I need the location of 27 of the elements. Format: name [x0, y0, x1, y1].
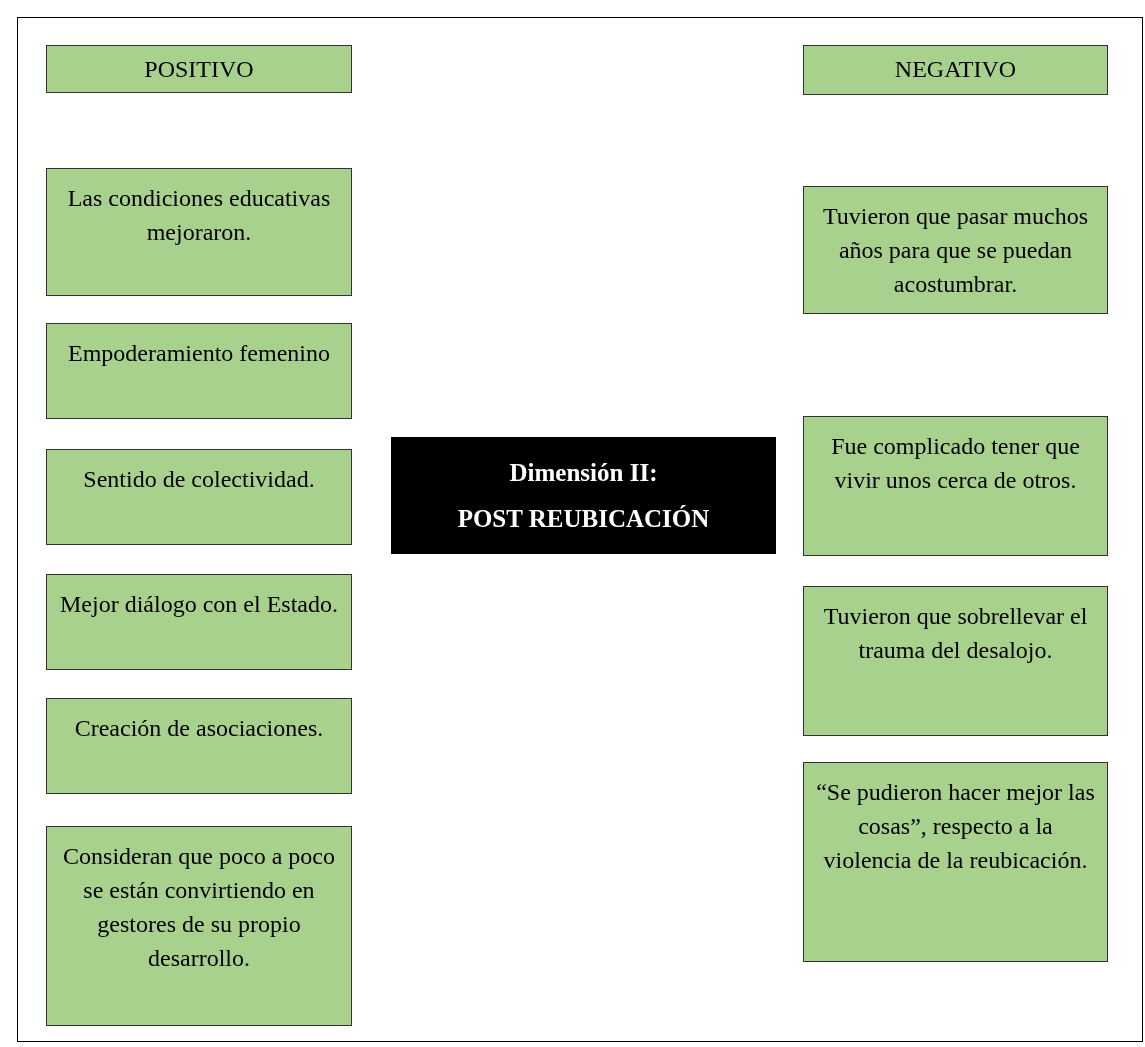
- box-text: Mejor diálogo con el Estado.: [60, 590, 338, 619]
- box-text: Creación de asociaciones.: [74, 714, 324, 743]
- box-text: Empoderamiento femenino: [68, 339, 330, 368]
- box-text: “Se pudieron hacer mejor las cosas”, respecto a la violencia de la reubicación.: [815, 778, 1096, 875]
- box-text: Tuvieron que sobrellevar el trauma del desalojo.: [822, 602, 1089, 665]
- statement-box: [46, 574, 352, 670]
- statement-box: [803, 762, 1108, 962]
- box-text: POST REUBICACIÓN: [457, 503, 710, 534]
- statement-box: [803, 586, 1108, 736]
- statement-box: [46, 449, 352, 545]
- box-text: Sentido de colectividad.: [83, 465, 315, 494]
- statement-box: [46, 168, 352, 296]
- statement-box: [46, 826, 352, 1026]
- heading-box: [46, 45, 352, 93]
- box-text: POSITIVO: [144, 55, 254, 84]
- heading-box: [803, 45, 1108, 95]
- box-text: Tuvieron que pasar muchos años para que se puedan acostumbrar.: [821, 202, 1090, 299]
- box-text: Fue complicado tener que vivir unos cerca de otros.: [830, 432, 1081, 495]
- box-text: Dimensión II:: [509, 457, 658, 488]
- statement-box: [46, 698, 352, 794]
- statement-box: [803, 416, 1108, 556]
- statement-box: [46, 323, 352, 419]
- box-text: NEGATIVO: [894, 55, 1017, 84]
- title-box: [391, 437, 776, 554]
- statement-box: [803, 186, 1108, 314]
- box-text: Consideran que poco a poco se están convirtiendo en gestores de su propio desarrollo.: [62, 842, 336, 973]
- box-text: Las condiciones educativas mejoraron.: [66, 184, 332, 247]
